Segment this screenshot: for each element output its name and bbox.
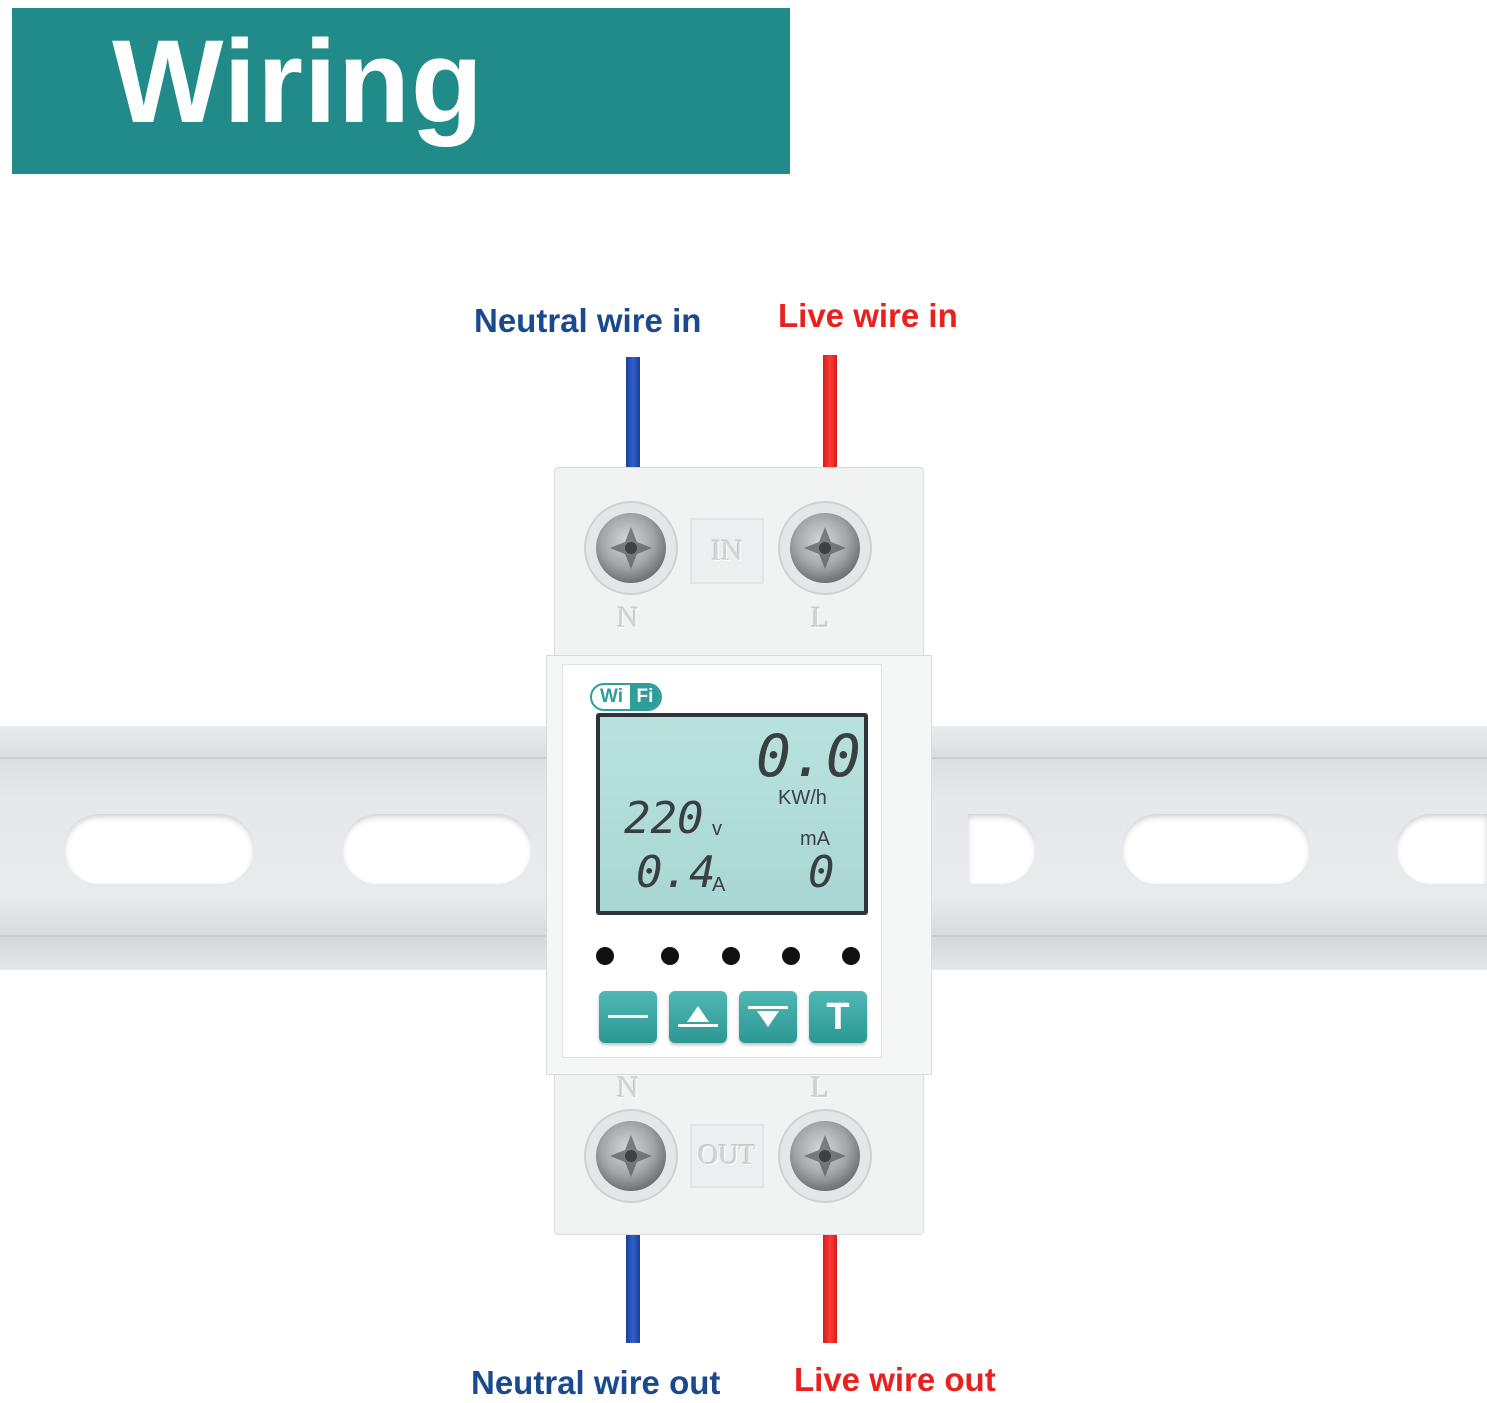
neutral-wire-out-label: Neutral wire out — [471, 1364, 721, 1401]
neutral-wire-out — [626, 1233, 640, 1343]
terminal-screw-neutral-out — [596, 1121, 666, 1191]
set-button[interactable] — [599, 991, 657, 1043]
live-wire-out-label: Live wire out — [794, 1361, 996, 1398]
lcd-display: 0.0 KW/h 220 v mA 0.4 A 0 — [596, 713, 868, 915]
rail-slot — [968, 814, 1036, 884]
out-plate: OUT — [690, 1124, 764, 1188]
indicator-led — [596, 947, 614, 965]
neutral-wire-in-label: Neutral wire in — [474, 302, 702, 339]
lcd-current-value: 0.4 — [636, 847, 716, 898]
rail-slot — [1396, 814, 1487, 884]
indicator-led — [842, 947, 860, 965]
rail-slot — [1122, 814, 1310, 884]
live-wire-out — [823, 1233, 837, 1343]
page-title: Wiring — [112, 16, 484, 148]
terminal-label-n-bottom: N — [617, 1071, 639, 1104]
terminal-label-l-bottom: L — [811, 1071, 830, 1104]
test-button[interactable]: T — [809, 991, 867, 1043]
lcd-energy-value: 0.0 — [756, 722, 861, 790]
wifi-badge: Wi Fi — [590, 683, 662, 711]
lcd-leakage-unit: mA — [800, 828, 830, 850]
title-banner — [12, 8, 790, 174]
neutral-wire-in — [626, 357, 640, 467]
live-wire-in-label: Live wire in — [778, 297, 958, 334]
minus-icon — [608, 1015, 648, 1018]
terminal-label-l-top: L — [811, 601, 830, 634]
in-plate: IN — [690, 518, 764, 584]
terminal-screw-neutral-in — [596, 513, 666, 583]
lcd-energy-unit: KW/h — [778, 787, 827, 809]
triangle-up-icon — [678, 1006, 718, 1027]
terminal-screw-live-in — [790, 513, 860, 583]
terminal-label-n-top: N — [617, 601, 639, 634]
test-button-label: T — [826, 995, 850, 1038]
indicator-led — [782, 947, 800, 965]
lcd-voltage-value: 220 — [624, 793, 704, 844]
lcd-current-unit: A — [712, 874, 726, 896]
wifi-badge-right: Fi — [630, 685, 660, 709]
lcd-leakage-value: 0 — [808, 847, 835, 898]
up-button[interactable] — [669, 991, 727, 1043]
rail-slot — [342, 814, 532, 884]
terminal-screw-live-out — [790, 1121, 860, 1191]
triangle-down-icon — [748, 1006, 788, 1027]
live-wire-in — [823, 355, 837, 467]
rail-slot — [64, 814, 254, 884]
wifi-badge-left: Wi — [600, 686, 624, 707]
down-button[interactable] — [739, 991, 797, 1043]
lcd-voltage-unit: v — [712, 818, 722, 840]
indicator-led — [661, 947, 679, 965]
indicator-led — [722, 947, 740, 965]
